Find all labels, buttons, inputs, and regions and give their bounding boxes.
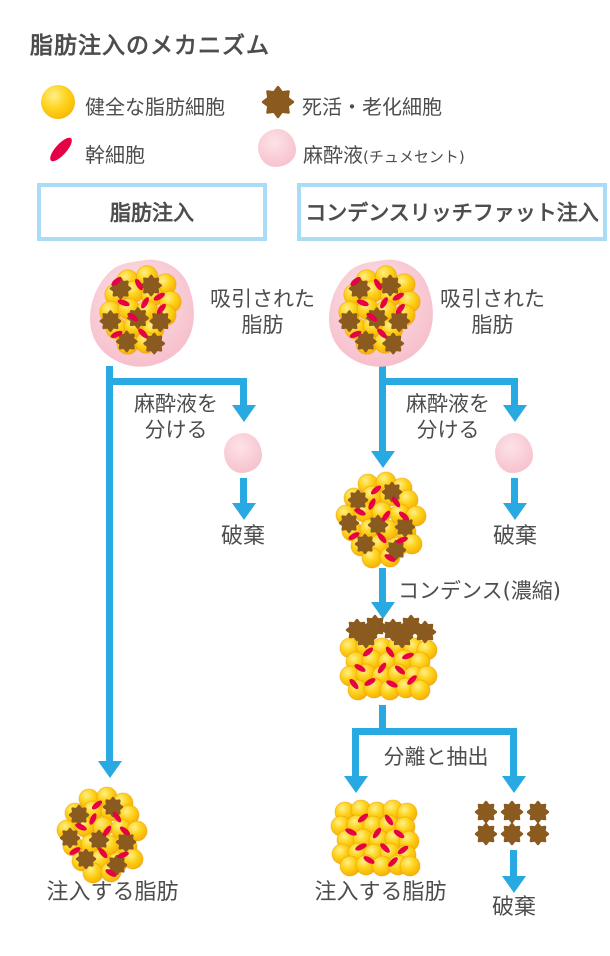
split-right-arrowhead-icon — [502, 776, 526, 793]
left-main-arrowhead-icon — [98, 761, 122, 778]
legend-label-stem-cell: 幹細胞 — [85, 143, 145, 167]
legend-label-dead-aged-cell: 死活・老化細胞 — [302, 95, 442, 119]
split-left-arrowhead-icon — [344, 776, 368, 793]
left-anesthetic-blob — [224, 433, 262, 473]
left-inject-fat-label: 注入する脂肪 — [46, 880, 179, 905]
right-discard-arrowhead-icon — [503, 503, 527, 520]
right-separate-anesthetic-label: 麻酔液を 分ける — [406, 392, 490, 442]
left-discard-arrowhead-icon — [232, 503, 256, 520]
column-header-fat-injection: 脂肪注入 — [37, 183, 267, 241]
right-inject-fat-label: 注入する脂肪 — [314, 880, 447, 905]
split-horizontal-line — [352, 728, 517, 735]
anesthetic-icon — [258, 129, 296, 167]
gears-discard-arrowhead-icon — [502, 876, 526, 893]
right-branch-drop-line — [511, 378, 518, 405]
right-branch-arrowhead-icon — [503, 405, 527, 422]
left-branch-line — [106, 378, 247, 385]
condense-arrowhead-icon — [371, 602, 395, 619]
right-main-arrowhead-icon — [371, 451, 395, 468]
right-main-flow-line — [379, 366, 386, 451]
right-aspirated-fat-illustration — [329, 259, 433, 367]
healthy-fat-cell-icon — [41, 85, 75, 119]
page-title: 脂肪注入のメカニズム — [30, 33, 270, 59]
left-aspirated-fat-label: 吸引された 脂肪 — [210, 287, 315, 337]
legend-label-healthy-fat-cell: 健全な脂肪細胞 — [85, 95, 225, 119]
split-stub-line — [379, 705, 386, 732]
split-left-line — [352, 728, 359, 776]
right-discard-line — [511, 478, 518, 503]
gears-discard-line — [510, 850, 517, 876]
left-inject-fat-illustration — [56, 786, 148, 884]
split-right-line — [510, 728, 517, 776]
left-main-flow-line — [106, 366, 113, 761]
left-discard-label: 破棄 — [220, 524, 265, 549]
left-separate-anesthetic-label: 麻酔液を 分ける — [134, 392, 218, 442]
bottom-discard-cells-label: 破棄 — [491, 895, 536, 920]
right-branch-line — [379, 378, 518, 385]
left-branch-arrowhead-icon — [232, 405, 256, 422]
left-branch-drop-line — [240, 378, 247, 405]
column-header-crf-injection: コンデンスリッチファット注入 — [297, 183, 607, 241]
right-anesthetic-blob — [495, 433, 533, 473]
dead-aged-cell-icon — [261, 85, 295, 119]
right-separated-fat-illustration — [335, 471, 427, 569]
left-aspirated-fat-illustration — [90, 259, 194, 367]
right-aspirated-fat-label: 吸引された 脂肪 — [440, 287, 545, 337]
condensed-fat-illustration — [339, 614, 438, 701]
condense-label: コンデンス(濃縮) — [398, 579, 561, 603]
stem-cell-icon — [46, 134, 76, 165]
discarded-dead-cells-illustration — [474, 800, 550, 846]
right-inject-fat-illustration — [330, 799, 421, 877]
legend-label-anesthetic: 麻酔液(チュメセント) — [303, 143, 465, 167]
right-discard-anesthetic-label: 破棄 — [492, 524, 537, 549]
separate-extract-label: 分離と抽出 — [383, 745, 489, 769]
left-discard-line — [240, 478, 247, 503]
condense-line — [379, 568, 386, 602]
